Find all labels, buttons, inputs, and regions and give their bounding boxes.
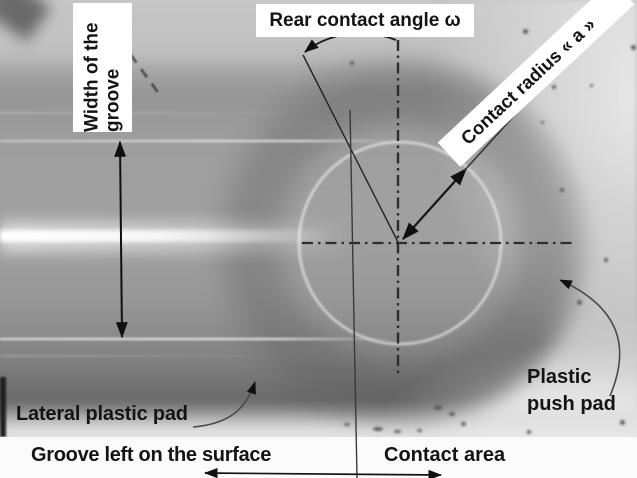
groove-outer-edge-bottom (0, 355, 330, 357)
contact-area-caption: Contact area (384, 444, 506, 466)
debris-smudge (461, 422, 466, 426)
rear-contact-angle-label: Rear contact angle ω (256, 4, 474, 37)
groove-width-arrow (114, 140, 128, 339)
groove-left-caption: Groove left on the surface (31, 444, 272, 466)
speckle (590, 84, 593, 87)
push-pad-leader-arrow (559, 279, 621, 397)
contact-boundary-line (349, 109, 358, 478)
speckle (523, 29, 528, 34)
speckle (552, 85, 556, 89)
speckle (577, 300, 582, 305)
groove-width-label-box: Width of the groove (73, 3, 132, 132)
debris-smudge (344, 423, 350, 426)
speckle (604, 258, 608, 262)
lateral-plastic-pad-label: Lateral plastic pad (16, 403, 188, 425)
lateral-pad-leader-arrow (192, 381, 256, 428)
speckle (620, 420, 625, 425)
groove-edge-top (0, 140, 402, 142)
left-edge-mark (0, 377, 6, 437)
groove-outer-edge-top (0, 112, 330, 114)
plastic-push-pad-label: Plastic push pad (527, 366, 616, 415)
debris-smudge (373, 427, 383, 431)
speckle (560, 188, 564, 192)
speckle (631, 45, 636, 50)
debris-smudge (449, 412, 455, 416)
contact-radius-arrow (402, 168, 467, 240)
speckle (541, 121, 544, 124)
groove-width-label: Width of the groove (81, 21, 124, 132)
debris-smudge (417, 429, 422, 432)
speckle (527, 430, 531, 434)
debris-smudge (394, 430, 401, 433)
debris-smudge (434, 405, 442, 410)
speckle (350, 61, 354, 65)
groove-contact-extent-arrow (203, 468, 443, 478)
groove-center-highlight-core (0, 230, 345, 242)
groove-edge-bottom (0, 338, 398, 340)
